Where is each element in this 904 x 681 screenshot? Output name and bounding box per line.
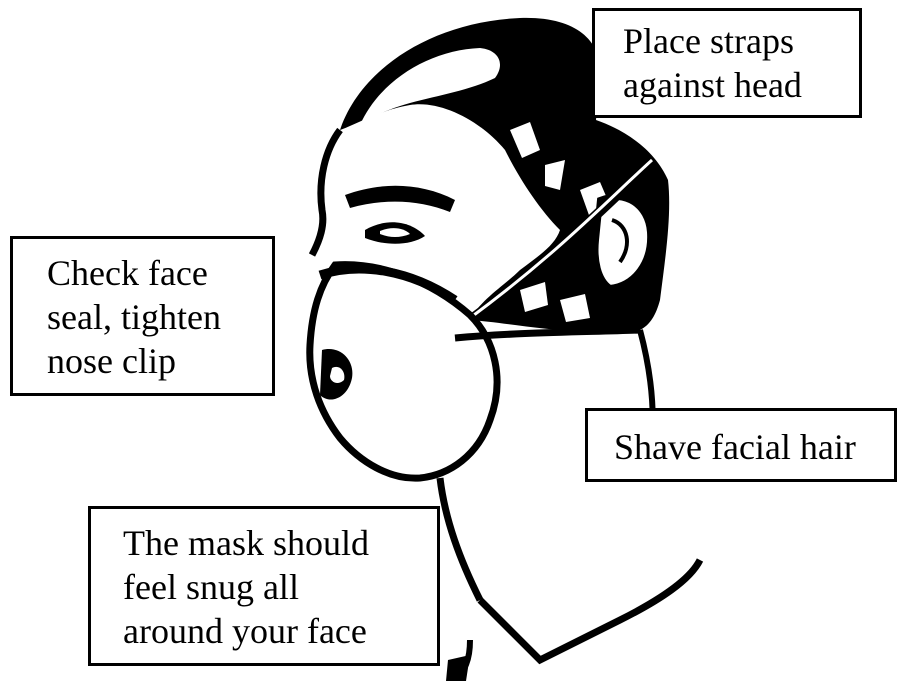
callout-text: Check face [47, 251, 272, 295]
callout-text: against head [623, 63, 859, 107]
callout-text: Place straps [623, 19, 859, 63]
callout-text: feel snug all [123, 565, 437, 609]
callout-shave-facial-hair: Shave facial hair [585, 408, 897, 482]
callout-text: seal, tighten [47, 295, 272, 339]
callout-text: The mask should [123, 521, 437, 565]
callout-mask-snug: The mask should feel snug all around you… [88, 506, 440, 666]
callout-text: Shave facial hair [614, 425, 894, 469]
callout-place-straps: Place straps against head [592, 8, 862, 118]
callout-text: nose clip [47, 339, 272, 383]
callout-text: around your face [123, 609, 437, 653]
callout-check-face-seal: Check face seal, tighten nose clip [10, 236, 275, 396]
